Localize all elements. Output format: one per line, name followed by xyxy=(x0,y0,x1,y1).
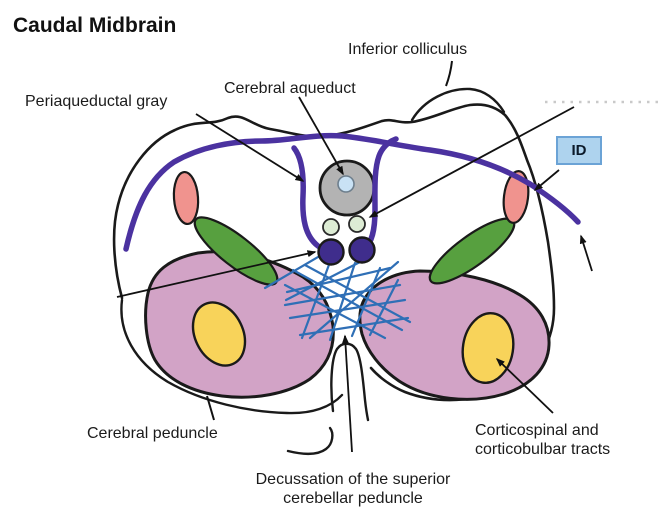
label-decussation: Decussation of the superior cerebellar p… xyxy=(240,470,466,508)
label-cerebral-peduncle: Cerebral peduncle xyxy=(87,425,218,442)
right-cerebral-peduncle-shape xyxy=(358,269,551,401)
pale-green-nucleus-arrow xyxy=(368,106,575,218)
label-decussation-line2: cerebellar peduncle xyxy=(283,490,423,507)
label-periaqueductal-gray: Periaqueductal gray xyxy=(25,93,168,110)
trochlear-nucleus-arrow xyxy=(116,250,317,298)
interpeduncular-notch-outline xyxy=(330,342,370,422)
label-corticospinal: Corticospinal and corticobulbar tracts xyxy=(475,421,610,459)
decussation-crosshatch xyxy=(263,248,412,342)
left-pale-green-nucleus-circle xyxy=(322,218,340,236)
inferior-colliculus-tick xyxy=(445,60,453,87)
corticospinal-arrow xyxy=(495,357,554,414)
label-decussation-line1: Decussation of the superior xyxy=(255,471,451,488)
periaqueductal-gray-arrow xyxy=(195,113,305,182)
label-corticospinal-line2: corticobulbar tracts xyxy=(475,441,611,458)
id-arrow xyxy=(533,169,560,191)
label-cerebral-aqueduct: Cerebral aqueduct xyxy=(224,80,356,97)
left-corticospinal-tract-oval xyxy=(191,301,247,367)
page-title: Caudal Midbrain xyxy=(13,14,177,37)
left-pink-nucleus-oval xyxy=(172,170,200,226)
trochlear-exit-arrow xyxy=(579,234,593,272)
left-flange-outline xyxy=(120,298,344,415)
hook-curl-outline xyxy=(286,426,334,455)
annotation-arrows xyxy=(116,96,593,453)
inferior-colliculus-bump-outline xyxy=(410,87,506,122)
label-corticospinal-line1: Corticospinal and xyxy=(475,422,599,439)
cerebral-peduncle-tick xyxy=(206,395,215,421)
right-trochlear-nucleus-circle xyxy=(348,236,376,264)
label-inferior-colliculus: Inferior colliculus xyxy=(348,41,468,58)
left-trochlear-nucleus-circle xyxy=(317,238,345,266)
id-occlusion-box[interactable]: ID xyxy=(556,136,602,165)
cerebral-aqueduct-arrow xyxy=(298,96,344,176)
right-pale-green-nucleus-circle xyxy=(348,215,366,233)
decussation-arrow xyxy=(341,334,353,453)
cerebral-aqueduct-circle xyxy=(337,175,355,193)
right-pink-nucleus-oval xyxy=(502,170,530,224)
